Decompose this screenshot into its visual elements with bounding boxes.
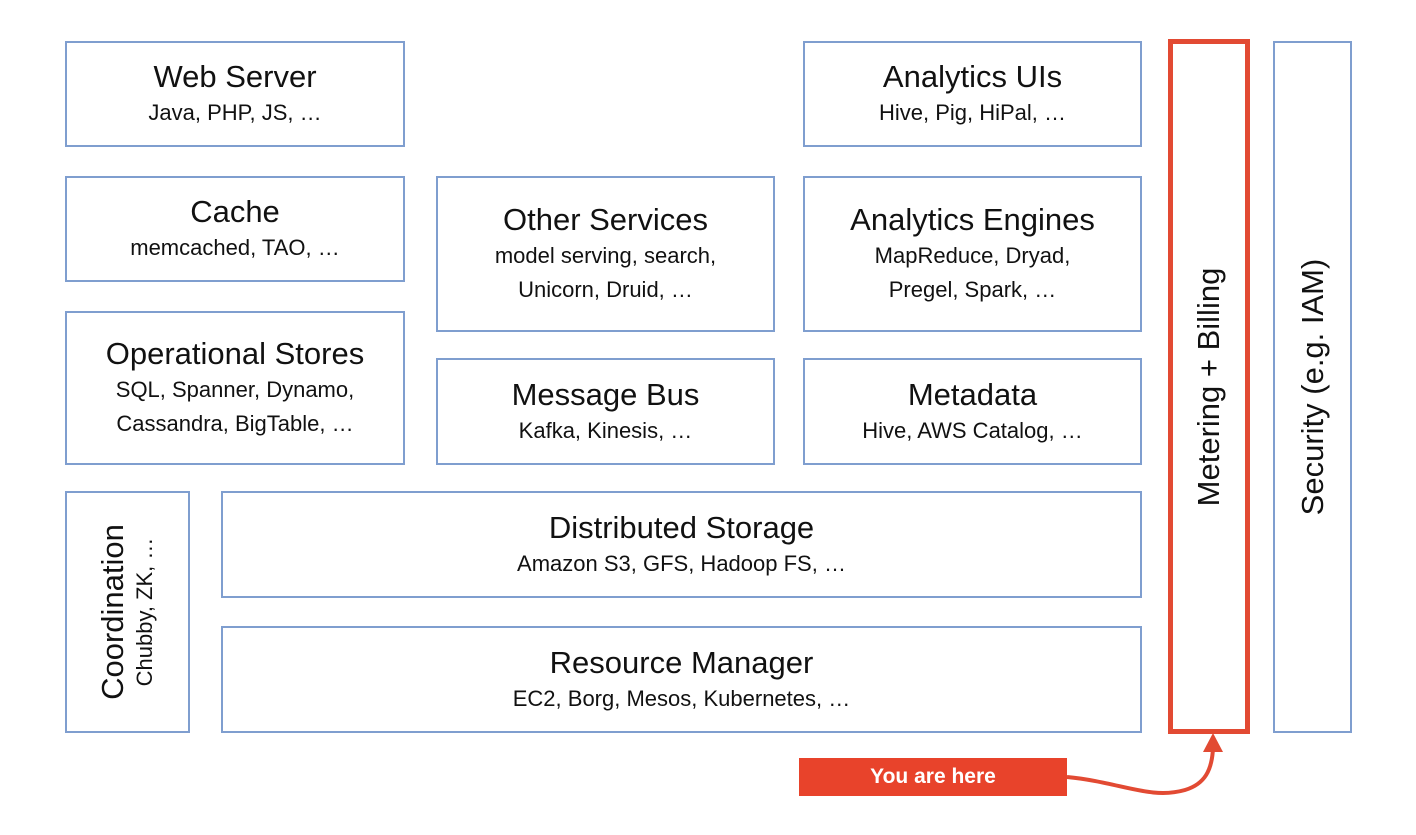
analytics-uis-title: Analytics UIs: [882, 59, 1063, 94]
distributed-storage-box: Distributed Storage Amazon S3, GFS, Hado…: [221, 491, 1142, 598]
other-services-title: Other Services: [502, 202, 708, 237]
resource-manager-box: Resource Manager EC2, Borg, Mesos, Kuber…: [221, 626, 1142, 733]
you-are-here-badge: You are here: [799, 758, 1067, 796]
other-services-subtitle-line2: Unicorn, Druid, …: [518, 277, 693, 302]
resource-manager-title: Resource Manager: [549, 644, 814, 680]
web-server-subtitle: Java, PHP, JS, …: [148, 100, 322, 125]
callout-arrow-head: [1203, 733, 1223, 752]
message-bus-box: Message Bus Kafka, Kinesis, …: [436, 358, 775, 465]
metadata-box: Metadata Hive, AWS Catalog, …: [803, 358, 1142, 465]
cache-subtitle: memcached, TAO, …: [130, 235, 340, 260]
operational-stores-subtitle-line2: Cassandra, BigTable, …: [116, 411, 354, 436]
coordination-box: Coordination Chubby, ZK, …: [65, 491, 190, 733]
operational-stores-subtitle-line1: SQL, Spanner, Dynamo,: [115, 377, 355, 402]
message-bus-subtitle: Kafka, Kinesis, …: [518, 417, 693, 443]
metering-billing-box: Metering + Billing: [1168, 39, 1250, 734]
other-services-box: Other Services model serving, search, Un…: [436, 176, 775, 332]
operational-stores-box: Operational Stores SQL, Spanner, Dynamo,…: [65, 311, 405, 465]
analytics-engines-box: Analytics Engines MapReduce, Dryad, Preg…: [803, 176, 1142, 332]
distributed-storage-title: Distributed Storage: [548, 509, 815, 545]
web-server-title: Web Server: [153, 59, 317, 94]
cache-title: Cache: [190, 194, 280, 229]
analytics-uis-subtitle: Hive, Pig, HiPal, …: [878, 100, 1067, 125]
distributed-storage-subtitle: Amazon S3, GFS, Hadoop FS, …: [517, 550, 846, 576]
analytics-engines-subtitle-line2: Pregel, Spark, …: [888, 277, 1057, 302]
web-server-box: Web Server Java, PHP, JS, …: [65, 41, 405, 147]
other-services-subtitle-line1: model serving, search,: [494, 243, 717, 268]
callout-arrow-line: [1066, 747, 1215, 795]
resource-manager-subtitle: EC2, Borg, Mesos, Kubernetes, …: [512, 685, 851, 711]
analytics-uis-box: Analytics UIs Hive, Pig, HiPal, …: [803, 41, 1142, 147]
security-box: Security (e.g. IAM): [1273, 41, 1352, 733]
operational-stores-title: Operational Stores: [105, 336, 365, 371]
analytics-engines-subtitle-line1: MapReduce, Dryad,: [874, 243, 1071, 268]
metadata-subtitle: Hive, AWS Catalog, …: [862, 417, 1083, 443]
cache-box: Cache memcached, TAO, …: [65, 176, 405, 282]
message-bus-title: Message Bus: [511, 376, 700, 412]
metadata-title: Metadata: [907, 376, 1038, 412]
analytics-engines-title: Analytics Engines: [850, 202, 1095, 237]
